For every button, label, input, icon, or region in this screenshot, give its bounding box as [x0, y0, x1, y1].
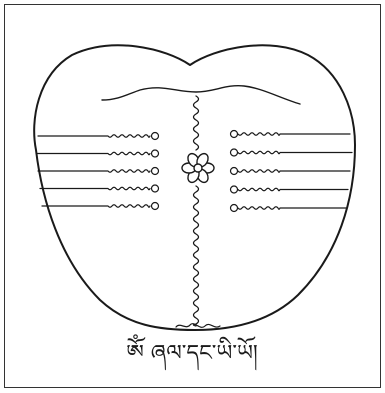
left-line — [38, 170, 150, 173]
right-line — [238, 151, 352, 154]
right-line-node — [231, 131, 238, 138]
left-line — [36, 152, 150, 155]
right-line — [238, 170, 350, 173]
left-line-node — [152, 203, 159, 210]
left-line-node — [152, 150, 159, 157]
right-line-node — [231, 186, 238, 193]
right-line-node — [231, 149, 238, 156]
diagram-caption: ༀ ཞལ་དང་ཡི་ཡོ། — [126, 334, 258, 371]
left-line-node — [152, 185, 159, 192]
center-line-upper — [194, 96, 199, 150]
center-line-lower — [194, 186, 199, 326]
right-line-node — [231, 168, 238, 175]
left-line — [40, 187, 150, 190]
left-lines-group — [36, 133, 159, 210]
right-line — [238, 133, 350, 136]
right-line — [238, 188, 348, 191]
root-scribble — [176, 324, 220, 328]
right-lines-group — [231, 131, 353, 212]
left-line — [42, 205, 150, 208]
right-line-node — [231, 205, 238, 212]
flower-center — [194, 164, 202, 172]
tip-wavy-line — [102, 86, 300, 104]
left-line-node — [152, 133, 159, 140]
left-line-node — [152, 168, 159, 175]
tongue-outline — [34, 45, 355, 330]
left-line — [38, 135, 150, 138]
right-line — [238, 207, 346, 210]
central-flower — [182, 152, 214, 185]
